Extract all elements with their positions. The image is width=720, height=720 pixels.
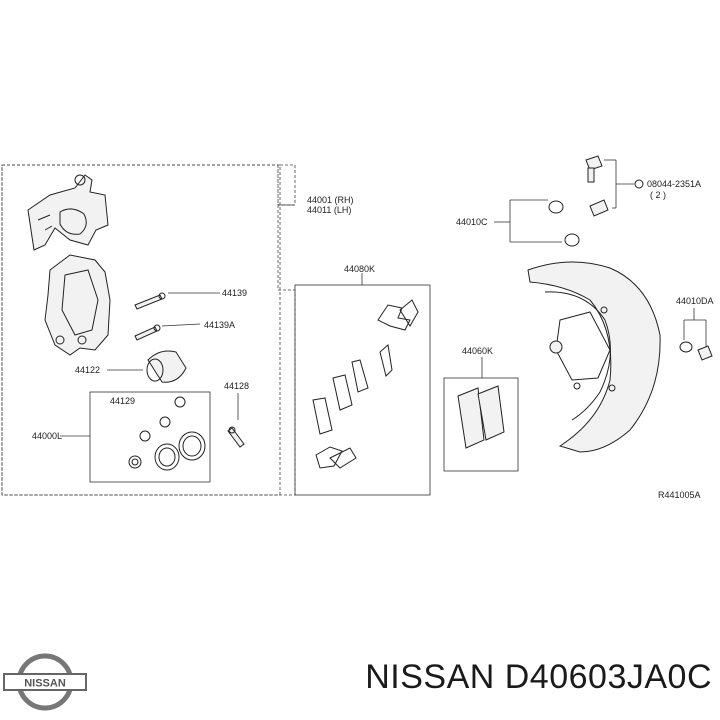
- bleeder-screw: [227, 393, 245, 448]
- label-bolt-a: 44139: [222, 288, 247, 298]
- part-number-caption: NISSAN D40603JA0C: [365, 658, 712, 696]
- plate-bolts: [679, 308, 713, 361]
- pad-hardware-frame: [294, 284, 431, 496]
- repair-kit-parts: [128, 396, 206, 471]
- caliper-body-upper: [27, 174, 109, 251]
- pad-kit-frame: [443, 377, 519, 472]
- nissan-logo: NISSAN: [3, 653, 87, 711]
- brake-pads: [457, 385, 505, 449]
- label-caliper-rh: 44001 (RH): [307, 195, 354, 205]
- nissan-logo-text: NISSAN: [24, 678, 66, 690]
- label-pad-kit: 44060K: [462, 346, 493, 356]
- label-plate-bolt: 44010DA: [676, 296, 714, 306]
- label-caliper-lh: 44011 (LH): [307, 205, 351, 215]
- caliper-frame: [1, 164, 281, 496]
- label-bolt-group: 44010C: [456, 217, 488, 227]
- backing-plate: [527, 261, 661, 453]
- pad-hardware-clips: [312, 299, 419, 469]
- label-bolt-b: 44139A: [204, 320, 235, 330]
- label-seal-kit: 44129: [110, 396, 135, 406]
- mounting-bolts: [494, 155, 644, 247]
- label-ref-code: R441005A: [658, 490, 701, 500]
- piston: [107, 350, 187, 383]
- label-bleeder: 44128: [224, 381, 249, 391]
- label-repair-kit: 44000L: [32, 431, 62, 441]
- label-bolt-code: 08044-2351A: [647, 179, 701, 189]
- slide-pin-a: [134, 292, 220, 310]
- repair-kit-frame: [89, 391, 211, 483]
- slide-pin-b: [134, 323, 201, 341]
- label-pad-hardware: 44080K: [344, 264, 375, 274]
- note-symbol: [634, 179, 644, 189]
- label-bolt-qty: ( 2 ): [650, 190, 666, 200]
- caliper-bracket: [44, 254, 111, 356]
- label-piston: 44122: [75, 365, 100, 375]
